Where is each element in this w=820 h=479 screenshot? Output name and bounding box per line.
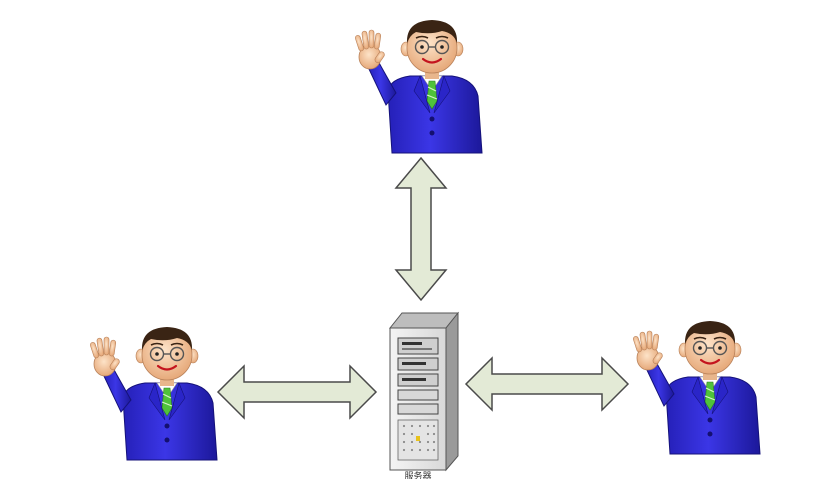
server-icon: [388, 311, 460, 472]
server-label: 服务器: [404, 470, 431, 479]
arrow-left-server: [216, 364, 378, 420]
person-right: [631, 319, 762, 456]
person-top: [353, 18, 484, 155]
arrow-server-top: [394, 156, 448, 302]
arrow-server-right: [464, 356, 630, 412]
person-left: [88, 325, 219, 462]
